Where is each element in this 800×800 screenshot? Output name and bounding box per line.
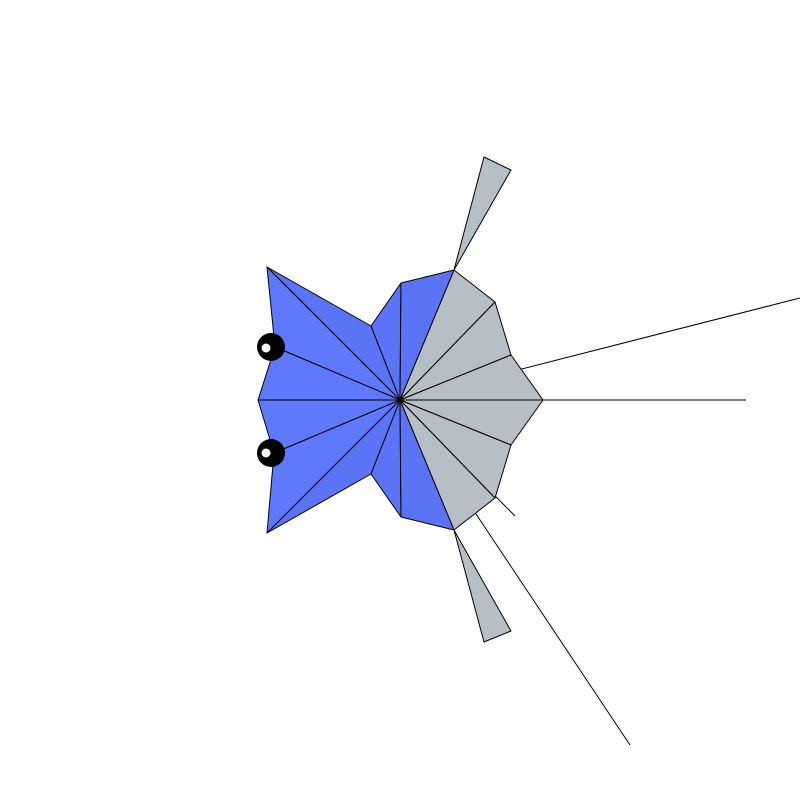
lower-eye-highlight: [261, 448, 271, 458]
head-facet: [399, 269, 455, 401]
top-spike: [453, 156, 512, 271]
bottom-spike: [453, 529, 512, 643]
gray-fan: [399, 269, 544, 531]
lower-eye-pupil: [257, 439, 285, 467]
blue-head: [257, 266, 455, 534]
head-facet: [399, 399, 455, 531]
upper-eye-pupil: [257, 333, 285, 361]
upper-eye-highlight: [261, 343, 271, 353]
center-pivot: [398, 398, 402, 402]
lower-eye: [257, 439, 285, 467]
upper-eye: [257, 333, 285, 361]
fin-spikes: [453, 156, 512, 643]
eyes: [257, 333, 285, 467]
